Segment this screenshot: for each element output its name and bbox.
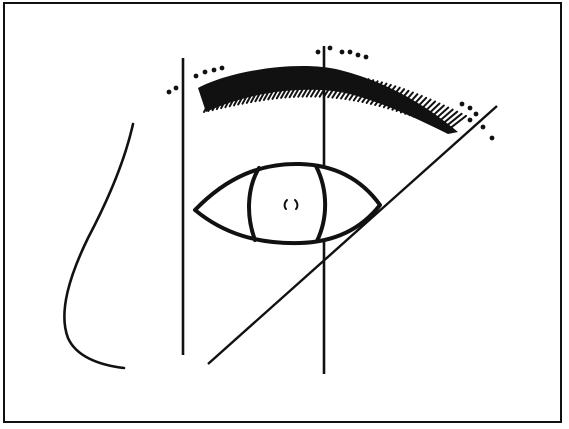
eyebrow bbox=[198, 66, 466, 134]
eye bbox=[195, 164, 380, 243]
nose-outline bbox=[64, 124, 133, 368]
